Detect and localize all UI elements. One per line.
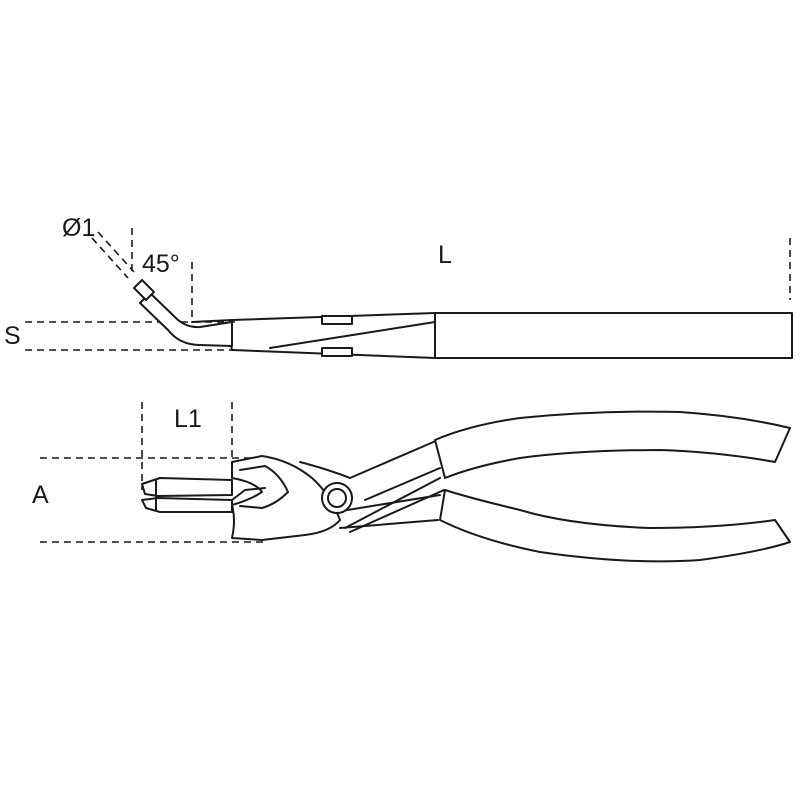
upper-handle-grip [434,410,791,479]
jaw-inner-detail [239,465,289,509]
side-pin-tip [133,279,155,301]
pivot-cross-lines [344,477,445,533]
label-diameter: Ø1 [62,214,95,242]
lower-arm-outline [334,494,441,529]
jaw-inner-line [231,487,266,501]
lower-handle-grip [439,489,791,563]
upper-jaw-tip [141,477,233,497]
diameter-leader-a [91,237,129,279]
side-view: Ø1 45° L S [4,214,793,359]
side-body-diagonal [269,321,436,349]
pivot-rivet-inner [327,488,347,508]
diameter-leader-b [97,231,135,273]
side-rivet-bottom [321,347,353,357]
upper-arm-lower-edge [364,467,441,501]
label-tip-length: L1 [174,405,202,433]
label-thickness: S [4,322,21,350]
side-rivet-top [321,315,353,325]
label-opening: A [32,481,49,509]
label-angle: 45° [142,250,180,278]
upper-arm-outline [299,439,439,479]
jaw-body [231,455,341,541]
side-handle [434,312,793,359]
side-tip-top-edge [191,319,233,323]
side-bent-tip [139,292,233,347]
lower-jaw-tip [141,497,233,513]
label-length: L [438,241,452,269]
top-view: L1 A [32,402,791,563]
